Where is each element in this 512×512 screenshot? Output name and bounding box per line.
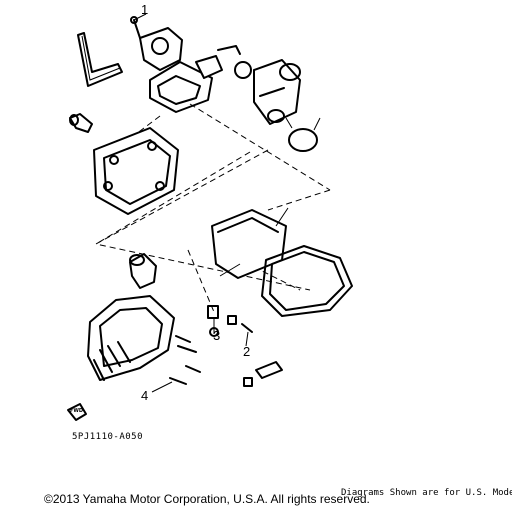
callout-3: 3 bbox=[213, 328, 221, 343]
elbow-hose bbox=[129, 253, 157, 289]
clamp-and-joint bbox=[234, 59, 301, 125]
case-gasket bbox=[261, 245, 353, 317]
air-filter-case bbox=[87, 295, 175, 381]
callout-1-leader bbox=[133, 13, 147, 21]
callout-4-leader bbox=[151, 381, 173, 393]
callout-2-leader bbox=[245, 331, 249, 347]
forward-arrow-icon bbox=[67, 403, 87, 421]
us-models-note: Diagrams Shown are for U.S. Models bbox=[341, 488, 512, 498]
bent-hose bbox=[77, 32, 123, 87]
copyright-text: ©2013 Yamaha Motor Corporation, U.S.A. A… bbox=[44, 492, 370, 506]
hose-fitting bbox=[69, 113, 93, 133]
diagram-code: 5PJ1110-A050 bbox=[72, 432, 144, 442]
hose-clip bbox=[243, 361, 283, 387]
air-induction-solenoid bbox=[130, 16, 241, 113]
callout-2: 2 bbox=[243, 344, 251, 359]
filter-element bbox=[211, 207, 289, 279]
air-filter-case-cover bbox=[93, 127, 179, 215]
forward-arrow-label: FWD bbox=[70, 408, 84, 414]
callout-4: 4 bbox=[141, 388, 149, 403]
o-ring-gasket bbox=[285, 117, 321, 152]
callout-1: 1 bbox=[141, 2, 149, 17]
bolts bbox=[169, 305, 253, 385]
